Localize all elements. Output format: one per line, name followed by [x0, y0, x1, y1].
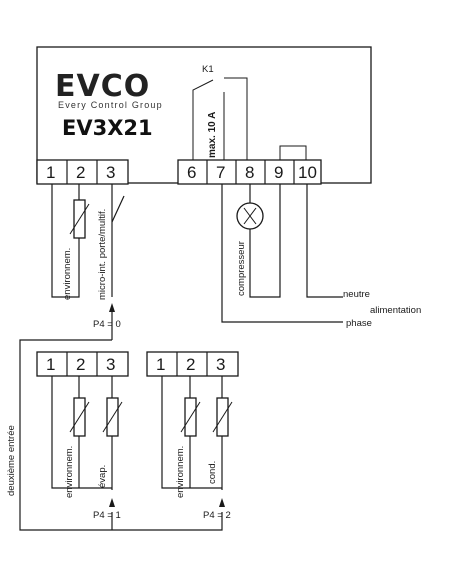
- compressor-wire: [249, 184, 281, 298]
- micro-switch-label: micro-int. porte/multif.: [97, 209, 108, 300]
- second-input-loop: [19, 339, 223, 531]
- option2-terminal-block: [146, 351, 239, 377]
- option1-terminal-2: 2: [76, 355, 85, 374]
- arrow-up-icon: [109, 498, 115, 507]
- option-p4-2: 1 2 3 environnem. cond. P4 = 2: [146, 351, 239, 521]
- option1-terminal-block: [36, 351, 129, 377]
- neutral-wire: [306, 184, 343, 298]
- terminal-3: 3: [106, 163, 115, 182]
- logo-wordmark: EVCO: [55, 69, 150, 104]
- option2-terminal-1: 1: [156, 355, 165, 374]
- neutral-label: neutre: [343, 289, 370, 300]
- option2-terminal-2: 2: [186, 355, 195, 374]
- phase-label: phase: [346, 318, 372, 329]
- option2-probe2-label: cond.: [207, 461, 218, 484]
- option1-probe1-label: environnem.: [64, 446, 75, 498]
- terminal-9: 9: [274, 163, 283, 182]
- terminal-8: 8: [245, 163, 254, 182]
- model-name: EV3X21: [62, 116, 153, 140]
- evco-logo: EVCO Every Control Group: [55, 69, 163, 110]
- terminal-block-right: [177, 159, 322, 185]
- main-terminal-strip: 1 2 3 6 7 8 9 10: [36, 145, 322, 185]
- logo-tagline: Every Control Group: [58, 100, 163, 110]
- compressor-label: compresseur: [236, 241, 247, 296]
- relay-switch-arm: [192, 79, 214, 160]
- relay-rating: max. 10 A: [207, 112, 218, 158]
- option1-terminal-1: 1: [46, 355, 55, 374]
- option1-probe2-label: évap.: [97, 465, 108, 488]
- probe-label: environnem.: [62, 248, 73, 300]
- terminal-7: 7: [216, 163, 225, 182]
- terminal-6: 6: [187, 163, 196, 182]
- p4-1-setting: P4 = 1: [93, 510, 121, 521]
- option1-terminal-3: 3: [106, 355, 115, 374]
- terminal-jumper: [279, 145, 307, 161]
- relay-name: K1: [202, 64, 214, 75]
- relay-k1: K1 max. 10 A: [192, 64, 248, 160]
- option2-terminal-3: 3: [216, 355, 225, 374]
- probe-wire: [51, 184, 80, 298]
- controller-unit: EVCO Every Control Group EV3X21 K1 max. …: [36, 46, 372, 185]
- relay-contact-line: [224, 77, 248, 160]
- option-p4-1: 1 2 3 environnem. évap. P4 = 1: [36, 351, 129, 521]
- p4-0-setting: P4 = 0: [93, 319, 121, 330]
- terminal-1: 1: [46, 163, 55, 182]
- arrow-up-icon: [109, 303, 115, 312]
- arrow-up-icon: [219, 498, 225, 507]
- terminal-block-left: [36, 159, 129, 185]
- option2-probe1-label: environnem.: [175, 446, 186, 498]
- second-input-label: deuxième entrée: [6, 425, 17, 496]
- micro-switch-contact: [111, 195, 125, 223]
- main-wiring: environnem. micro-int. porte/multif. com…: [6, 184, 421, 531]
- terminal-2: 2: [76, 163, 85, 182]
- p4-2-setting: P4 = 2: [203, 510, 231, 521]
- supply-label: alimentation: [370, 305, 421, 316]
- probe-symbol: [69, 203, 90, 235]
- terminal-10: 10: [298, 163, 317, 182]
- phase-wire: [221, 184, 343, 323]
